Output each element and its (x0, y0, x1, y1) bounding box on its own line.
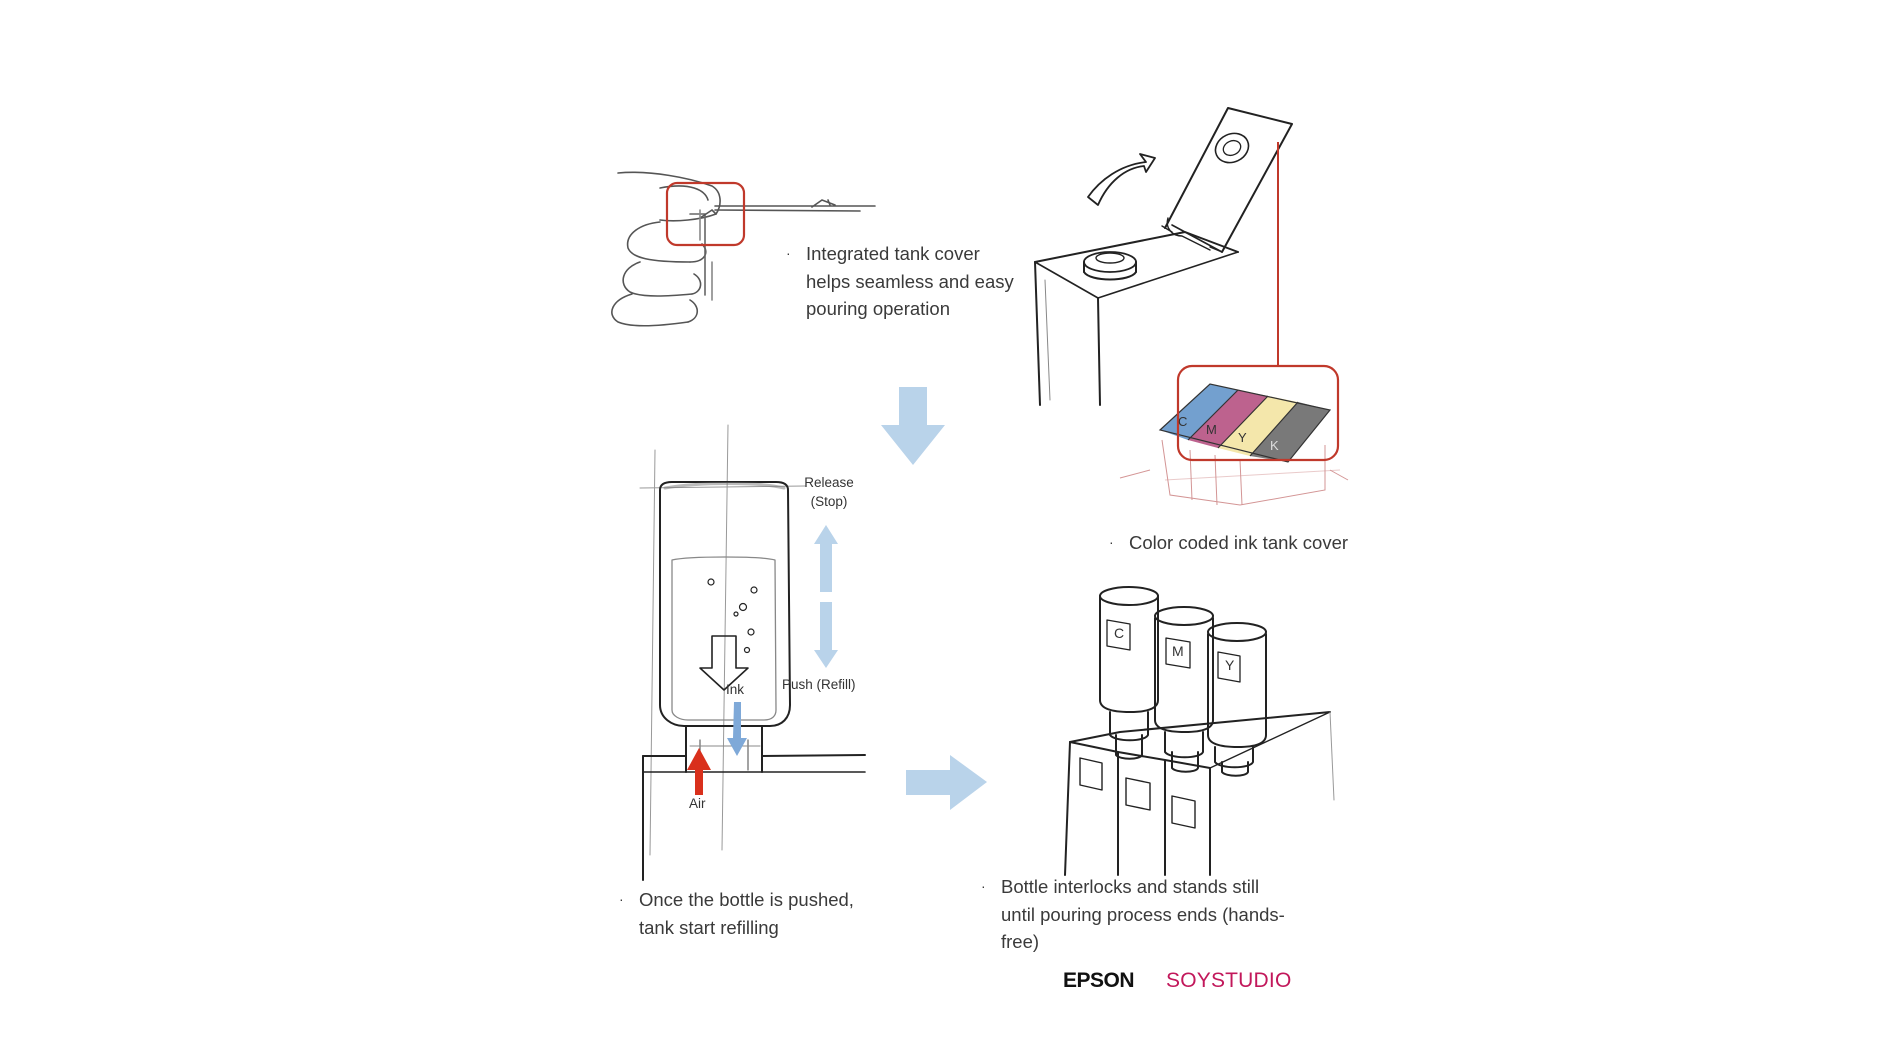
air-arrow (687, 748, 711, 795)
caption-line: Once the bottle is pushed, (639, 889, 854, 910)
caption-line: free) (1001, 931, 1040, 952)
caption-line: Color coded ink tank cover (1129, 532, 1349, 553)
interlock-bottles-sketch (1064, 586, 1335, 876)
stop-text: (Stop) (810, 494, 848, 509)
caption-tank-cover: · Integrated tank cover helps seamless a… (786, 240, 1014, 323)
release-label: Release (Stop) (795, 473, 863, 511)
caption-line: until pouring process ends (hands- (1001, 903, 1285, 925)
bottle-label-y: Y (1225, 657, 1235, 673)
bullet-icon: · (981, 878, 986, 894)
epson-logo: EPSON (1063, 969, 1135, 992)
release-arrow-up (814, 525, 838, 592)
caption-line: Bottle interlocks and stands still (1001, 876, 1260, 897)
caption-line: tank start refilling (639, 916, 779, 938)
color-tank-sketch (1119, 383, 1349, 506)
tank-label-y: Y (1238, 430, 1247, 445)
tank-label-k: K (1270, 438, 1279, 453)
hand-cover-sketch (611, 171, 876, 327)
lid-open-sketch (1034, 107, 1293, 406)
push-arrow-down (814, 602, 838, 668)
flow-arrow-down (881, 387, 945, 465)
air-label: Air (689, 796, 706, 811)
tank-label-c: C (1178, 414, 1188, 429)
bottle-section-sketch (639, 424, 866, 881)
release-text: Release (804, 475, 854, 490)
caption-refilling: · Once the bottle is pushed, tank start … (619, 886, 854, 941)
bullet-icon: · (786, 245, 791, 261)
caption-line: Integrated tank cover (806, 243, 980, 264)
tank-label-m: M (1206, 422, 1217, 437)
ink-arrow (727, 702, 747, 756)
soystudio-logo: SOYSTUDIO (1166, 969, 1292, 992)
bottle-label-m: M (1172, 643, 1184, 659)
caption-line: helps seamless and easy (806, 270, 1014, 292)
caption-line: pouring operation (806, 298, 950, 319)
bullet-icon: · (619, 891, 624, 907)
cover-highlight-box (665, 181, 746, 247)
caption-interlock: · Bottle interlocks and stands still unt… (981, 873, 1285, 956)
caption-color-coded: · Color coded ink tank cover (1109, 529, 1349, 557)
bullet-icon: · (1109, 534, 1114, 550)
ink-label: Ink (726, 682, 745, 697)
push-refill-label: Push (Refill) (782, 677, 856, 692)
flow-arrow-right (906, 755, 987, 810)
bottle-label-c: C (1114, 625, 1125, 641)
color-tank-highlight-box (1176, 364, 1340, 462)
